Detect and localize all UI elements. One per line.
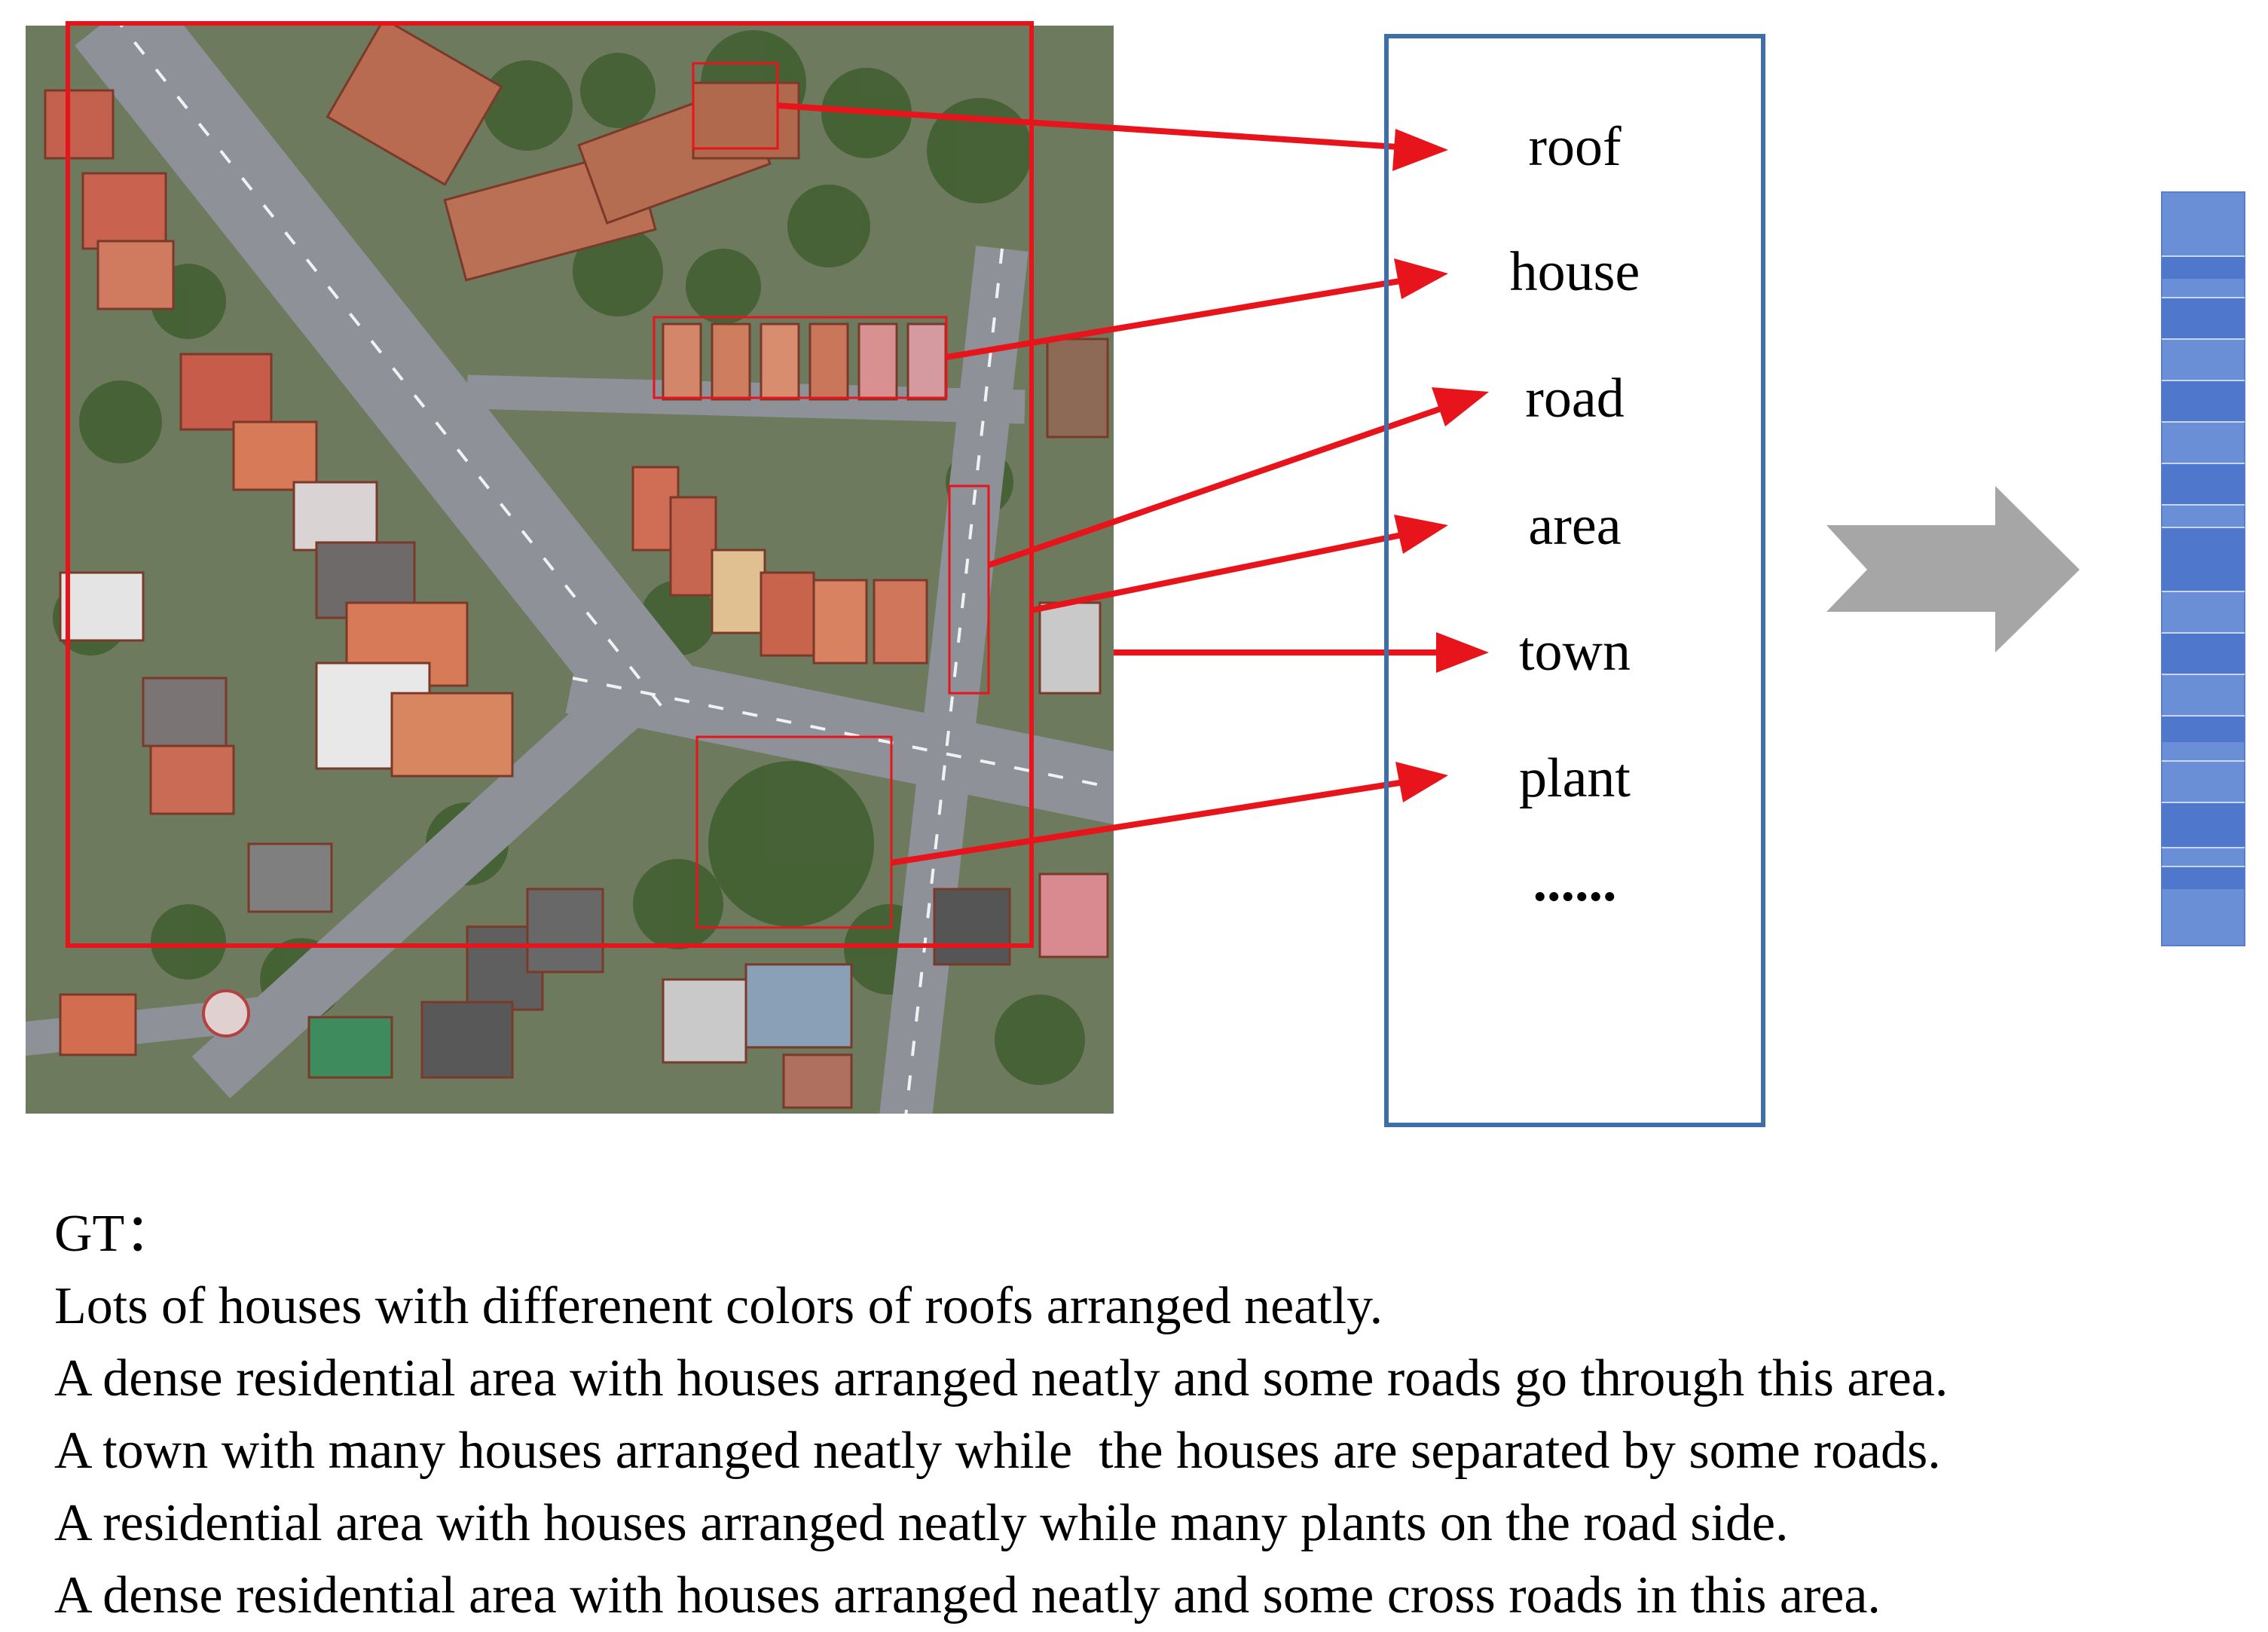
arrow-road	[987, 402, 1452, 568]
aerial-image	[26, 26, 1114, 1114]
caption-5: A dense residential area with houses arr…	[54, 1566, 1881, 1624]
region-box-house	[653, 316, 948, 399]
ground-truth-captions: GT： Lots of houses with differenent colo…	[54, 1198, 2239, 1632]
region-box-road	[948, 484, 990, 695]
arrowhead-house	[1394, 258, 1448, 299]
arrowhead-road	[1432, 387, 1489, 426]
keyword-house: house	[1510, 241, 1640, 303]
keyword-list: roof house road area town plant ......	[1510, 116, 1640, 913]
region-box-plant	[695, 735, 893, 929]
caption-3: A town with many houses arranged neatly …	[54, 1422, 1941, 1480]
arrowhead-roof	[1392, 129, 1448, 171]
region-box-main	[66, 21, 1034, 948]
arrow-area	[1031, 530, 1410, 613]
caption-2: A dense residential area with houses arr…	[54, 1349, 1949, 1407]
keyword-box	[1384, 34, 1765, 1127]
caption-4: A residential area with houses arranged …	[54, 1494, 1789, 1552]
arrow-roof	[777, 102, 1410, 151]
arrowhead-plant	[1395, 762, 1448, 802]
keyword-ellipsis: ......	[1533, 851, 1617, 913]
arrowhead-town	[1436, 632, 1489, 673]
keyword-area: area	[1528, 495, 1621, 557]
gt-label: GT：	[54, 1205, 178, 1263]
annotation-boxes	[66, 21, 1034, 948]
arrow-plant	[891, 778, 1410, 866]
keyword-roof: roof	[1528, 116, 1622, 178]
keyword-plant: plant	[1519, 747, 1631, 809]
mapping-arrows	[777, 102, 1452, 866]
process-arrow	[1826, 486, 2080, 652]
keyword-road: road	[1525, 368, 1625, 429]
caption-1: Lots of houses with differenent colors o…	[54, 1277, 1383, 1335]
arrowhead-area	[1394, 515, 1448, 554]
arrow-house	[946, 277, 1410, 360]
feature-vector	[2161, 191, 2245, 946]
keyword-town: town	[1519, 621, 1631, 683]
arrowheads	[1392, 129, 1489, 802]
